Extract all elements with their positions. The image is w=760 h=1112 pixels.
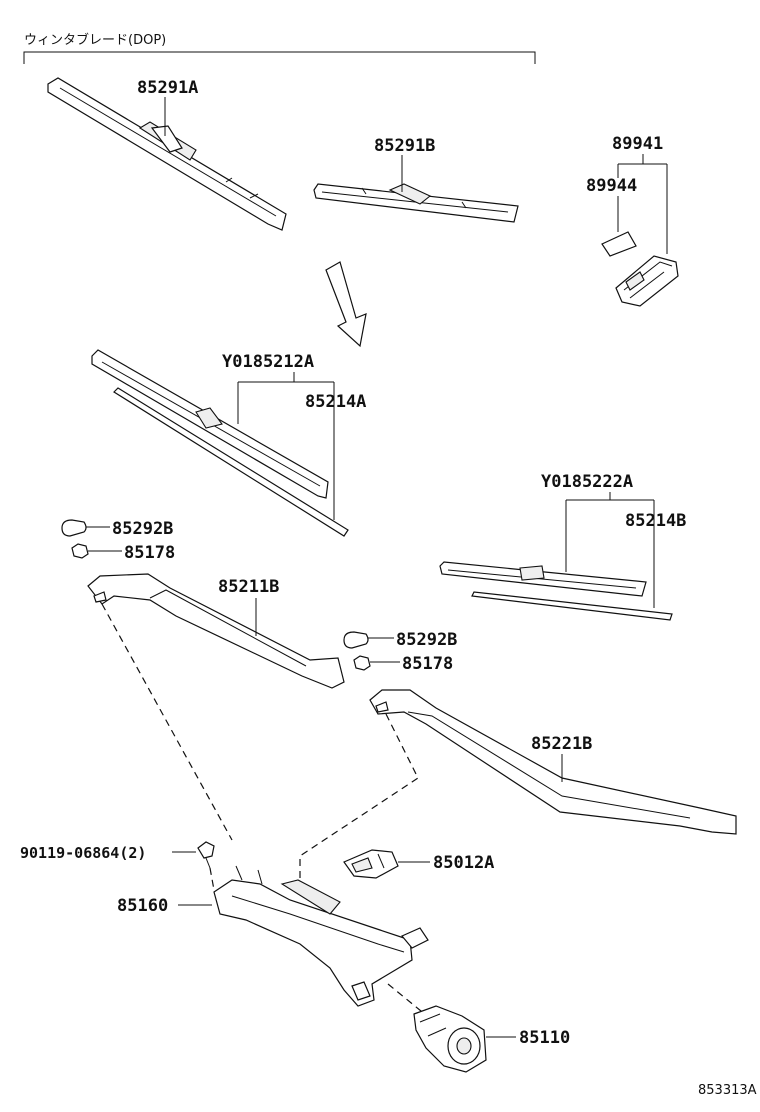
svg-text:85291A: 85291A bbox=[137, 78, 198, 98]
blade-rubber-85214a[interactable] bbox=[113, 387, 349, 537]
svg-text:85012A: 85012A bbox=[433, 853, 494, 873]
label-85160: 85160 bbox=[117, 896, 212, 916]
label-85221b: 85221B bbox=[531, 734, 592, 782]
svg-text:85292B: 85292B bbox=[396, 630, 457, 650]
svg-text:90119-06864(2): 90119-06864(2) bbox=[20, 844, 146, 862]
svg-text:Y0185222A: Y0185222A bbox=[541, 472, 633, 492]
cover-89941[interactable] bbox=[615, 255, 679, 307]
label-85291a: 85291A bbox=[137, 78, 198, 136]
link-assembly-85160[interactable] bbox=[213, 865, 429, 1007]
bolt-90119-06864[interactable] bbox=[197, 841, 215, 869]
winter-blade-85291b[interactable] bbox=[313, 183, 519, 223]
connector-85012a[interactable] bbox=[343, 849, 399, 879]
wiper-blade-y0185212a[interactable] bbox=[91, 349, 329, 499]
label-89944: 89944 bbox=[586, 176, 637, 232]
wiper-arm-85221b[interactable] bbox=[369, 689, 737, 835]
replacement-arrow-icon bbox=[325, 261, 367, 348]
svg-text:85110: 85110 bbox=[519, 1028, 570, 1048]
svg-text:85214A: 85214A bbox=[305, 392, 366, 412]
svg-text:Y0185212A: Y0185212A bbox=[222, 352, 314, 372]
sticker-89944[interactable] bbox=[601, 231, 637, 257]
label-85214b: 85214B bbox=[625, 500, 686, 608]
svg-text:85160: 85160 bbox=[117, 896, 168, 916]
assembly-guide-lines bbox=[101, 603, 433, 1021]
svg-text:89941: 89941 bbox=[612, 134, 663, 154]
svg-text:85214B: 85214B bbox=[625, 511, 686, 531]
svg-text:85291B: 85291B bbox=[374, 136, 435, 156]
label-85178-right: 85178 bbox=[370, 654, 453, 674]
label-y0185212a: Y0185212A bbox=[222, 352, 334, 424]
cap-85292b-right[interactable] bbox=[343, 631, 369, 649]
wiper-arm-85211b[interactable] bbox=[87, 573, 345, 689]
label-85211b: 85211B bbox=[218, 577, 279, 636]
label-85291b: 85291B bbox=[374, 136, 435, 192]
svg-text:85211B: 85211B bbox=[218, 577, 279, 597]
wiper-motor-85110[interactable] bbox=[413, 1005, 487, 1073]
svg-text:89944: 89944 bbox=[586, 176, 637, 196]
svg-text:85178: 85178 bbox=[124, 543, 175, 563]
label-90119-06864: 90119-06864(2) bbox=[20, 844, 196, 862]
label-85012a: 85012A bbox=[398, 853, 494, 873]
group-label: ウィンタブレード(DOP) bbox=[24, 32, 166, 48]
nut-85178-left[interactable] bbox=[71, 543, 89, 559]
label-85292b-right: 85292B bbox=[368, 630, 457, 650]
nut-85178-right[interactable] bbox=[353, 655, 371, 671]
label-85110: 85110 bbox=[486, 1028, 570, 1048]
label-89941: 89941 bbox=[612, 134, 668, 254]
svg-text:85292B: 85292B bbox=[112, 519, 173, 539]
diagram-code: 853313A bbox=[698, 1083, 757, 1098]
label-85178-left: 85178 bbox=[88, 543, 175, 563]
label-y0185222a: Y0185222A bbox=[541, 472, 654, 572]
label-85214a: 85214A bbox=[305, 382, 366, 520]
winter-blade-group-bracket: ウィンタブレード(DOP) bbox=[23, 32, 536, 64]
cap-85292b-left[interactable] bbox=[61, 519, 87, 537]
svg-text:85221B: 85221B bbox=[531, 734, 592, 754]
winter-blade-85291a[interactable] bbox=[47, 77, 287, 231]
wiper-blade-y0185222a[interactable] bbox=[439, 561, 647, 597]
svg-text:85178: 85178 bbox=[402, 654, 453, 674]
label-85292b-left: 85292B bbox=[86, 519, 173, 539]
blade-rubber-85214b[interactable] bbox=[471, 591, 673, 621]
